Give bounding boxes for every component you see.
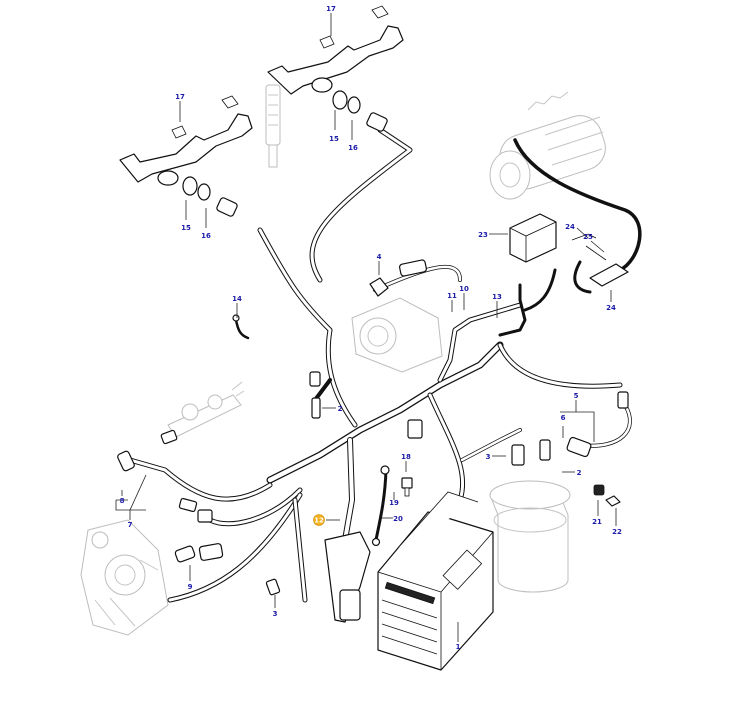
callout-4: 4 <box>377 253 382 261</box>
callout-19: 19 <box>389 499 399 507</box>
callout-24-upper: 24 <box>565 223 575 231</box>
starter-motor-ghost <box>489 91 606 200</box>
temp-sensors <box>117 371 629 596</box>
ground-strap-20 <box>371 465 390 547</box>
callout-23: 23 <box>478 231 488 239</box>
sensor-4 <box>369 259 428 297</box>
injector-ghost <box>265 84 281 168</box>
fuse-24 <box>571 233 629 287</box>
callout-22: 22 <box>612 528 622 536</box>
throttle-body-ghost <box>351 297 443 373</box>
injector-harness-upper <box>267 5 404 132</box>
callout-8: 8 <box>120 497 125 505</box>
bolts-21-22 <box>593 484 621 507</box>
callout-3-bottom: 3 <box>273 610 278 618</box>
callout-1: 1 <box>456 643 461 651</box>
callout-9: 9 <box>188 583 193 591</box>
power-cables <box>498 138 642 337</box>
main-harness <box>127 127 632 603</box>
engine-harness-12 <box>324 531 371 623</box>
callout-13: 13 <box>492 293 502 301</box>
clip-14 <box>232 314 250 340</box>
callout-12-highlighted[interactable]: 12 <box>313 514 325 526</box>
bolt-19 <box>401 477 413 497</box>
callout-11: 11 <box>447 292 457 300</box>
callout-16-lower: 16 <box>201 232 211 240</box>
callout-7: 7 <box>128 521 133 529</box>
callout-24-lower: 24 <box>606 304 616 312</box>
fuel-rail-ghost <box>167 381 245 438</box>
callout-3-right: 3 <box>486 453 491 461</box>
injector-harness-lower <box>119 95 253 217</box>
callout-6: 6 <box>561 414 566 422</box>
callout-10: 10 <box>459 285 469 293</box>
leader-lines <box>115 13 617 642</box>
callout-2-right: 2 <box>577 469 582 477</box>
callout-16-upper: 16 <box>348 144 358 152</box>
callout-15-lower: 15 <box>181 224 191 232</box>
callout-2-left: 2 <box>338 405 343 413</box>
callout-5: 5 <box>574 392 579 400</box>
callout-25: 25 <box>583 233 593 241</box>
callout-20: 20 <box>393 515 403 523</box>
callout-14: 14 <box>232 295 242 303</box>
callout-12-label: 12 <box>314 517 324 525</box>
callout-labels: 17 17 15 16 15 16 4 14 23 24 25 24 11 10… <box>120 5 622 651</box>
callout-18: 18 <box>401 453 411 461</box>
callout-21: 21 <box>592 518 602 526</box>
ecu-1 <box>377 491 494 671</box>
high-pressure-pump-ghost <box>80 519 169 636</box>
callout-15-upper: 15 <box>329 135 339 143</box>
callout-17-upper: 17 <box>326 5 336 13</box>
relay-23 <box>509 213 557 263</box>
fuel-filter-ghost <box>489 480 571 593</box>
callout-17-lower: 17 <box>175 93 185 101</box>
